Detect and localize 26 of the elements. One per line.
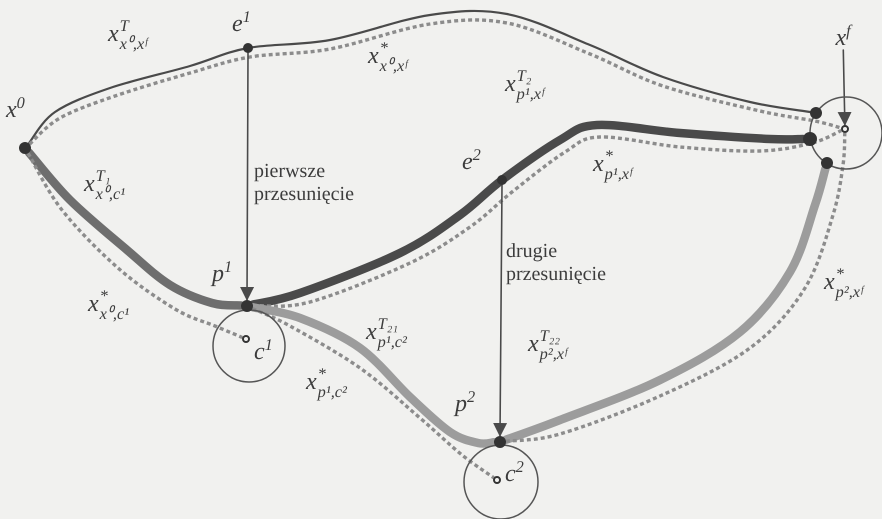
arrow xyxy=(240,52,254,301)
point-label: x$^{f}$ xyxy=(836,26,851,50)
point-dot xyxy=(821,157,833,169)
point-dot xyxy=(810,107,822,119)
point-label: c$^{2}$ xyxy=(505,462,524,486)
point-label: e$^{2}$ xyxy=(462,150,481,174)
arrow xyxy=(493,184,508,437)
arrow xyxy=(838,49,852,126)
dashed-trajectory xyxy=(506,132,846,443)
point-label: c$^{1}$ xyxy=(254,340,273,364)
point-dot xyxy=(494,436,506,448)
point-dot xyxy=(497,175,507,185)
point-label: x$^{0}$ xyxy=(6,98,25,122)
point-label: e$^{1}$ xyxy=(232,12,251,36)
dashed-trajectory xyxy=(26,152,243,340)
target-point xyxy=(841,125,849,133)
target-point xyxy=(493,476,501,484)
target-point xyxy=(242,335,250,343)
dashed-trajectory xyxy=(252,306,495,480)
point-dot xyxy=(241,300,253,312)
point-dot xyxy=(243,43,253,53)
point-label: p$^{2}$ xyxy=(455,392,476,416)
trajectory-curve xyxy=(501,164,830,444)
point-dot xyxy=(19,142,31,154)
point-label: p$^{1}$ xyxy=(212,262,232,286)
point-dot xyxy=(803,132,817,146)
